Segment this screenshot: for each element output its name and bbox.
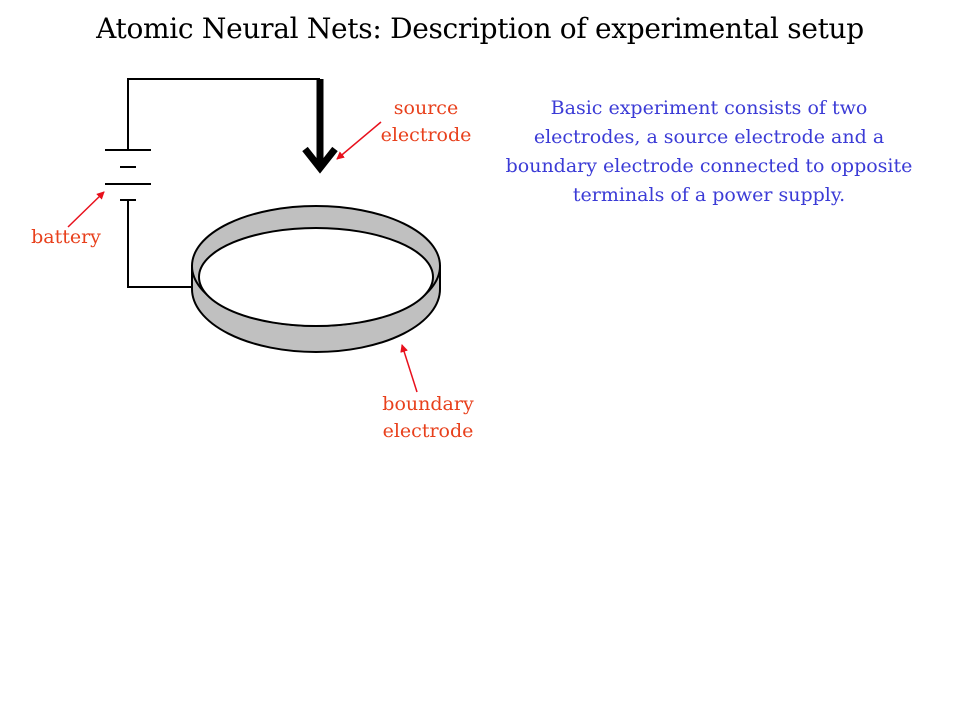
source-label-line2: electrode [380,124,472,146]
top-wire [127,78,320,150]
battery-pointer-arrow [67,191,105,228]
boundary-label-line1: boundary [382,393,474,415]
description-text: Basic experiment consists of two electro… [505,97,913,206]
boundary-label-line2: electrode [382,420,474,442]
bottom-wire [127,200,192,288]
source-electrode-label: source electrode [366,95,486,149]
boundary-electrode-label: boundary electrode [366,391,490,445]
battery-label-text: battery [31,226,101,248]
source-pointer-arrow [336,121,382,160]
battery-label: battery [14,224,118,251]
battery-symbol [105,149,151,201]
source-label-line1: source [393,97,459,119]
boundary-electrode-ring [191,205,441,353]
source-electrode [302,79,338,174]
slide-title: Atomic Neural Nets: Description of exper… [96,12,864,45]
boundary-pointer-arrow [400,344,418,393]
